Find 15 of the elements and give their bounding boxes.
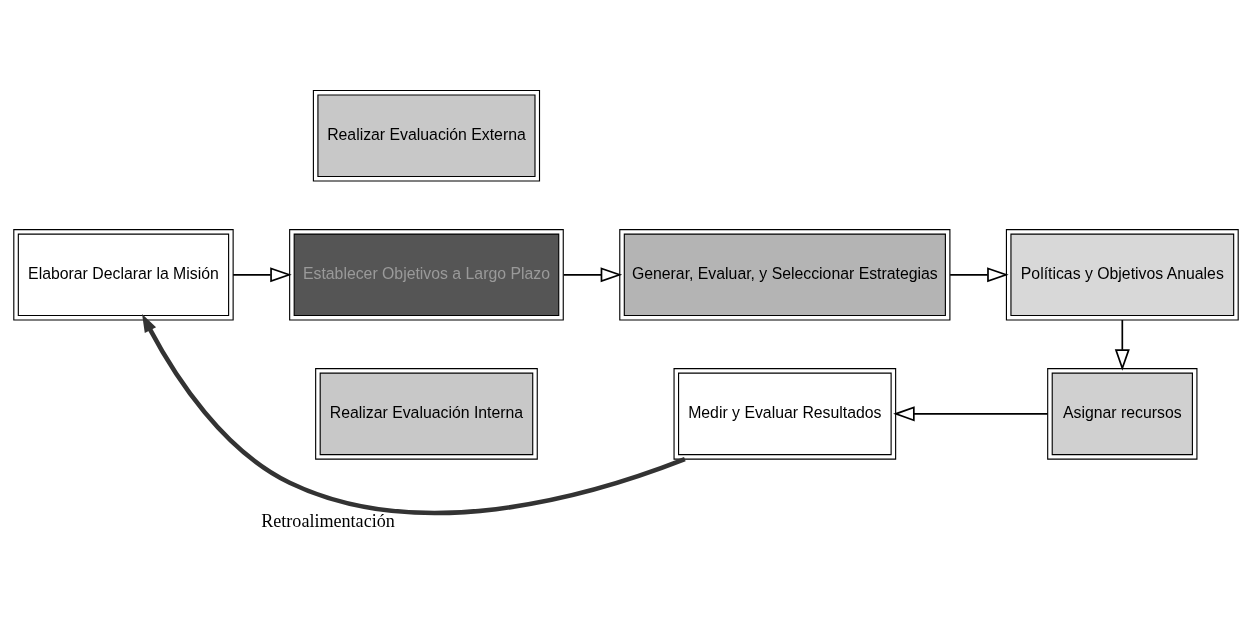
node-box: Elaborar Declarar la Misión [13,229,234,321]
arrow [949,267,1009,283]
node-box: Políticas y Objetivos Anuales [1005,229,1239,321]
node-box: Medir y Evaluar Resultados [673,368,897,460]
node-box: Establecer Objetivos a Largo Plazo [289,229,564,321]
node-box: Generar, Evaluar, y Seleccionar Estrategias [619,229,951,321]
node-box: Asignar recursos [1047,368,1198,460]
arrow [1114,319,1130,371]
edge-label: Retroalimentación [261,510,395,531]
arrow [142,314,686,516]
node-box: Realizar Evaluación Externa [312,89,541,182]
node-box: Realizar Evaluación Interna [315,368,538,460]
arrow [232,267,292,283]
arrow [562,267,623,283]
arrow [893,406,1049,422]
